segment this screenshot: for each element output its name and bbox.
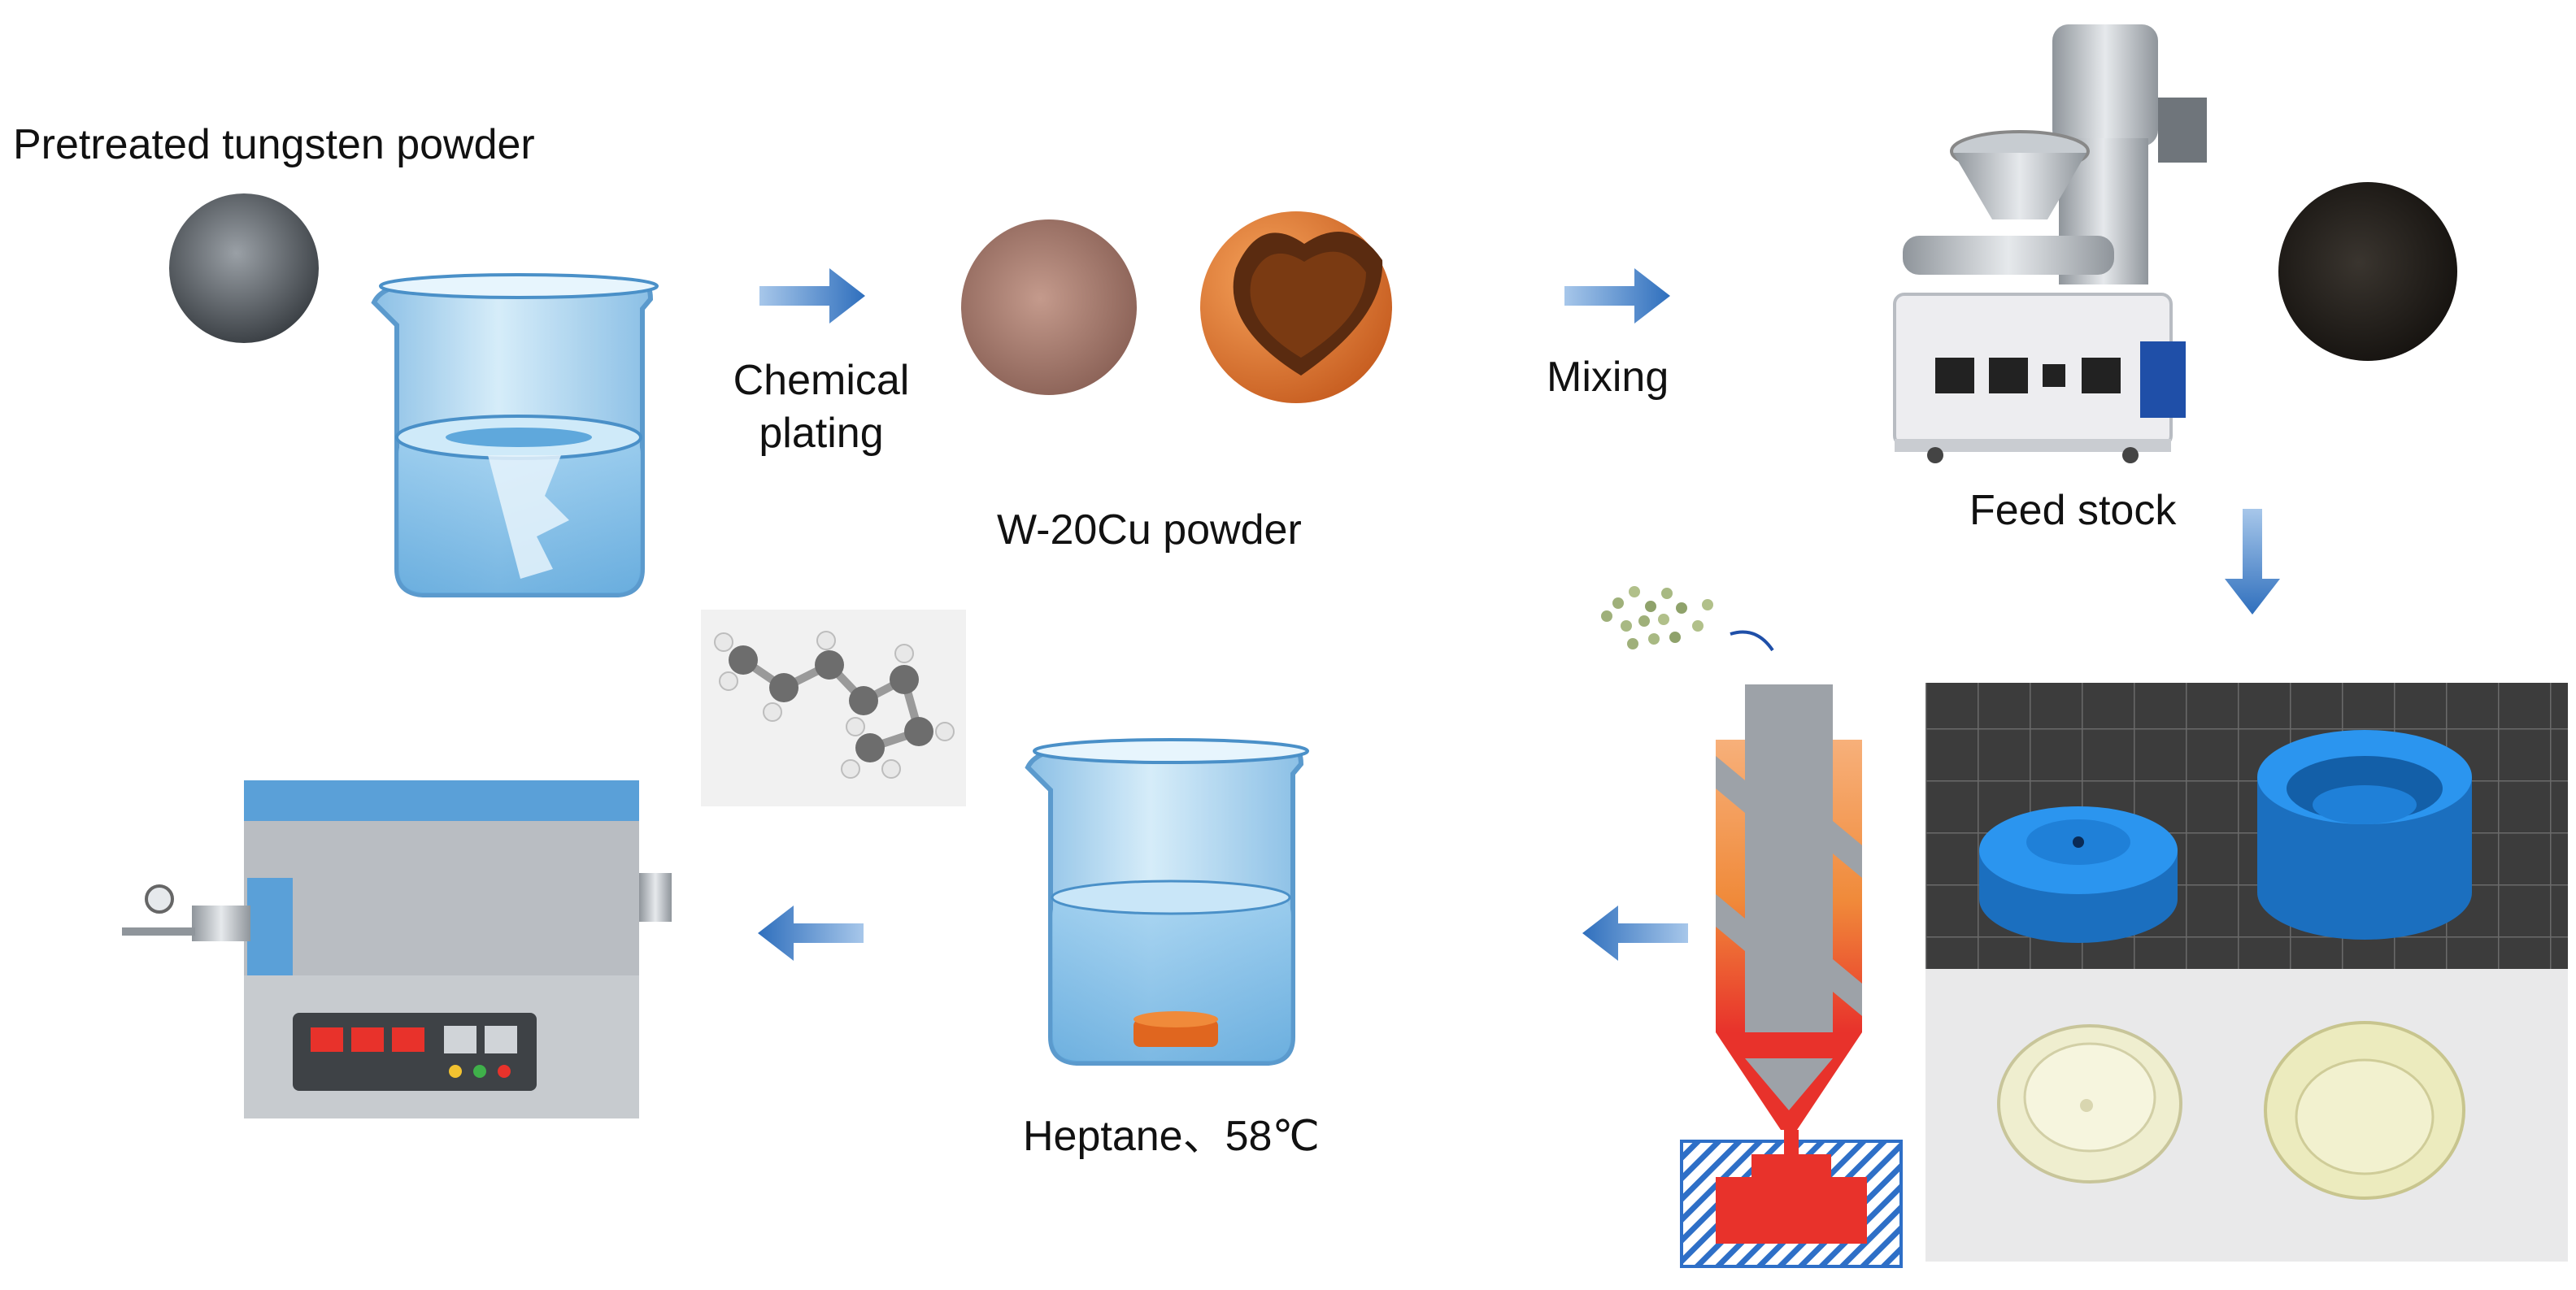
arrow-to-plating bbox=[759, 268, 865, 324]
arrow-to-debinding bbox=[1582, 906, 1688, 961]
arrow-to-mixing bbox=[1564, 268, 1670, 324]
pretreated-tungsten-label: Pretreated tungsten powder bbox=[13, 121, 535, 168]
chemical-plating-line2: plating bbox=[759, 410, 884, 457]
w20cu-powder-label: W-20Cu powder bbox=[997, 506, 1302, 554]
feed-stock-label: Feed stock bbox=[1969, 487, 2177, 534]
heptane-molecule bbox=[701, 610, 966, 806]
chemical-plating-line1: Chemical bbox=[733, 357, 910, 404]
core-shell-particle bbox=[1200, 211, 1392, 403]
feed-stock-sample bbox=[2278, 182, 2457, 361]
mixer-machine bbox=[1893, 24, 2207, 463]
mixing-label: Mixing bbox=[1547, 354, 1669, 401]
tube-furnace bbox=[122, 780, 672, 1118]
plating-beaker bbox=[371, 273, 659, 597]
chemical-plating-label: Chemical plating bbox=[699, 354, 943, 460]
arrow-to-sintering bbox=[758, 906, 864, 961]
heptane-beaker bbox=[1025, 738, 1309, 1066]
w20cu-powder-sample bbox=[961, 219, 1137, 395]
heptane-label: Heptane、58℃ bbox=[1023, 1113, 1320, 1160]
printed-parts-panel bbox=[1925, 683, 2568, 1262]
tungsten-powder-sample bbox=[169, 193, 319, 343]
arrow-to-printing bbox=[2225, 509, 2280, 615]
feedstock-pellets bbox=[1601, 586, 1774, 652]
extrusion-schematic bbox=[1601, 586, 1903, 1268]
